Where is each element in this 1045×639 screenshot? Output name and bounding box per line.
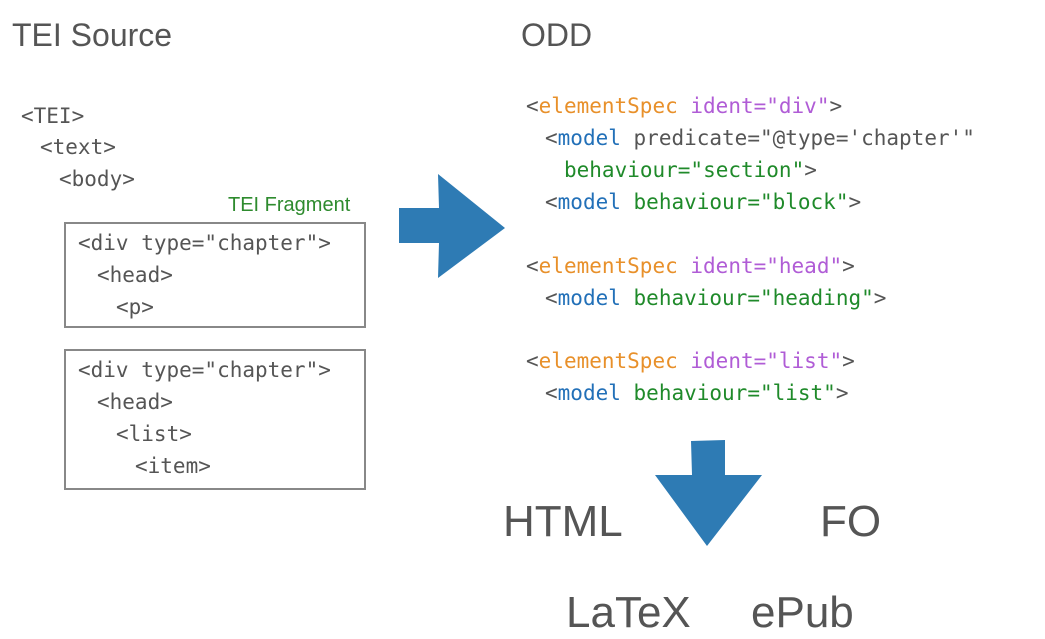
odd-spec-div: <elementSpec ident="div"> — [526, 96, 842, 117]
odd-spec-head-tag: elementSpec — [538, 254, 678, 278]
down-arrow-shape — [655, 440, 762, 546]
tei-fragment-box-1 — [64, 222, 366, 328]
fragment2-head: <head> — [97, 390, 173, 414]
odd-spec-head: <elementSpec ident="head"> — [526, 256, 855, 277]
odd-spec-div-ident: ident="div" — [690, 94, 830, 118]
odd-spec-div-model1-behaviour: behaviour="section"> — [564, 160, 817, 181]
odd-spec-div-gt: > — [829, 94, 843, 118]
odd-spec-head-model: <model behaviour="heading"> — [545, 288, 886, 309]
odd-spec-div-model1: <model predicate="@type='chapter'" — [545, 128, 975, 149]
head-model-tag: model — [557, 286, 621, 310]
right-arrow-shape — [399, 174, 505, 278]
odd-spec-list-lt: < — [526, 349, 539, 373]
model2-gt: > — [848, 190, 862, 214]
output-latex: LaTeX — [566, 588, 691, 637]
odd-spec-list: <elementSpec ident="list"> — [526, 351, 855, 372]
head-model-gt: > — [873, 286, 887, 310]
odd-spec-div-lt: < — [526, 94, 539, 118]
output-html: HTML — [503, 497, 623, 546]
model1-behaviour: behaviour="section" — [564, 158, 805, 182]
odd-spec-list-model: <model behaviour="list"> — [545, 383, 848, 404]
odd-spec-div-tag: elementSpec — [538, 94, 678, 118]
odd-spec-list-ident: ident="list" — [690, 349, 843, 373]
list-model-tag: model — [557, 381, 621, 405]
list-model-gt: > — [835, 381, 849, 405]
fragment1-p: <p> — [116, 295, 154, 319]
model2-tag: model — [557, 190, 621, 214]
model1-lt: < — [545, 126, 558, 150]
body-element: <body> — [59, 167, 135, 191]
fragment2-div: <div type="chapter"> — [78, 358, 331, 382]
fragment1-div: <div type="chapter"> — [78, 231, 331, 255]
output-fo: FO — [820, 497, 882, 546]
odd-heading: ODD — [521, 17, 593, 53]
model1-gt: > — [804, 158, 817, 182]
model1-tag: model — [557, 126, 621, 150]
tei-source-heading: TEI Source — [12, 17, 173, 53]
odd-spec-list-tag: elementSpec — [538, 349, 678, 373]
output-epub: ePub — [751, 588, 854, 637]
tei-fragment-label: TEI Fragment — [228, 194, 351, 216]
model1-predicate: predicate="@type='chapter'" — [633, 126, 975, 150]
model2-lt: < — [545, 190, 558, 214]
model2-behaviour: behaviour="block" — [633, 190, 849, 214]
head-model-behaviour: behaviour="heading" — [633, 286, 874, 310]
odd-spec-div-model2: <model behaviour="block"> — [545, 192, 861, 213]
fragment2-item: <item> — [135, 454, 211, 478]
fragment1-head: <head> — [97, 263, 173, 287]
head-model-lt: < — [545, 286, 558, 310]
tei-fragment-box-2 — [64, 349, 366, 490]
fragment2-list: <list> — [116, 422, 192, 446]
text-element: <text> — [40, 135, 116, 159]
odd-spec-head-lt: < — [526, 254, 539, 278]
list-model-lt: < — [545, 381, 558, 405]
odd-spec-head-gt: > — [842, 254, 855, 278]
odd-spec-head-ident: ident="head" — [690, 254, 843, 278]
odd-spec-list-gt: > — [842, 349, 855, 373]
list-model-behaviour: behaviour="list" — [633, 381, 836, 405]
tei-element: <TEI> — [21, 104, 85, 128]
